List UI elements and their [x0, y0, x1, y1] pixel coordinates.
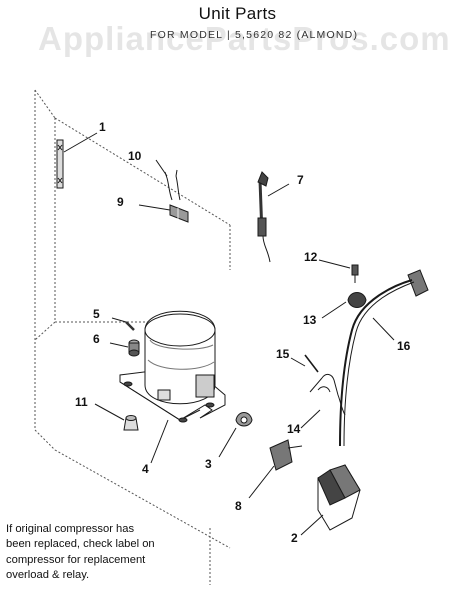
part-1-bracket [56, 139, 64, 189]
part-8-relay [269, 439, 303, 471]
part-16-power-cord [339, 269, 429, 447]
callout-3: 3 [205, 457, 212, 471]
model-subtitle: FOR MODEL | 5,5620 82 (ALMOND) [150, 29, 359, 41]
part-9-connector [169, 204, 189, 223]
part-6-grommet [128, 339, 140, 357]
part-12-screw [351, 264, 359, 283]
callout-7: 7 [297, 173, 304, 187]
note-line: been replaced, check label on [6, 538, 155, 551]
part-3-overload [235, 412, 253, 427]
callout-1: 1 [99, 120, 106, 134]
note-line: If original compressor has [6, 523, 135, 535]
replacement-note: If original compressor has been replaced… [6, 522, 221, 584]
part-11-grommet [123, 415, 139, 431]
note-line: compressor for replacement [6, 553, 146, 566]
part-15-screw [304, 354, 319, 373]
callout-12: 12 [304, 250, 318, 264]
part-10-wire-terminals [164, 169, 181, 201]
page-title: Unit Parts [198, 4, 277, 23]
callout-5: 5 [93, 307, 100, 321]
part-13-clip [347, 292, 367, 308]
callout-14: 14 [287, 422, 301, 436]
callout-16: 16 [397, 339, 411, 353]
callout-9: 9 [117, 195, 124, 209]
part-7-heater [257, 171, 271, 263]
callout-10: 10 [128, 149, 142, 163]
callout-15: 15 [276, 347, 290, 361]
callout-13: 13 [303, 313, 317, 327]
leader-lines [63, 132, 395, 536]
note-line: overload & relay. [6, 569, 90, 582]
callout-4: 4 [142, 462, 149, 476]
part-2-cover [317, 464, 361, 531]
part-4-compressor [119, 310, 226, 423]
watermark-text: AppliancePartsPros.com [38, 20, 451, 57]
callout-6: 6 [93, 332, 100, 346]
part-5-screw [125, 321, 135, 331]
callout-2: 2 [291, 531, 298, 545]
callout-11: 11 [75, 395, 88, 409]
cabinet-outline [34, 89, 231, 585]
callout-8: 8 [235, 499, 242, 513]
part-14-wire-harness [309, 373, 346, 416]
